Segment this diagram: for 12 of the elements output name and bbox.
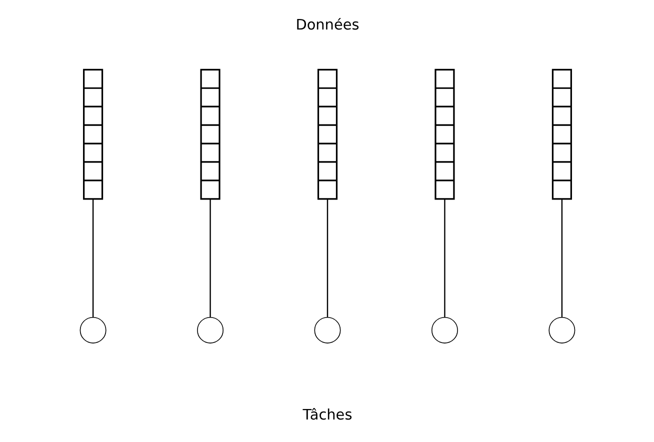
node-circle [314,316,340,344]
connector [444,198,445,318]
node-circle [430,316,458,344]
node-circle [196,316,224,344]
label: Tâches [302,408,352,424]
node-circle [548,316,575,344]
connector [209,198,210,318]
label: Données [295,17,359,34]
connector [326,198,328,318]
connector [560,198,562,318]
node-circle [79,316,106,344]
connector [92,198,94,318]
